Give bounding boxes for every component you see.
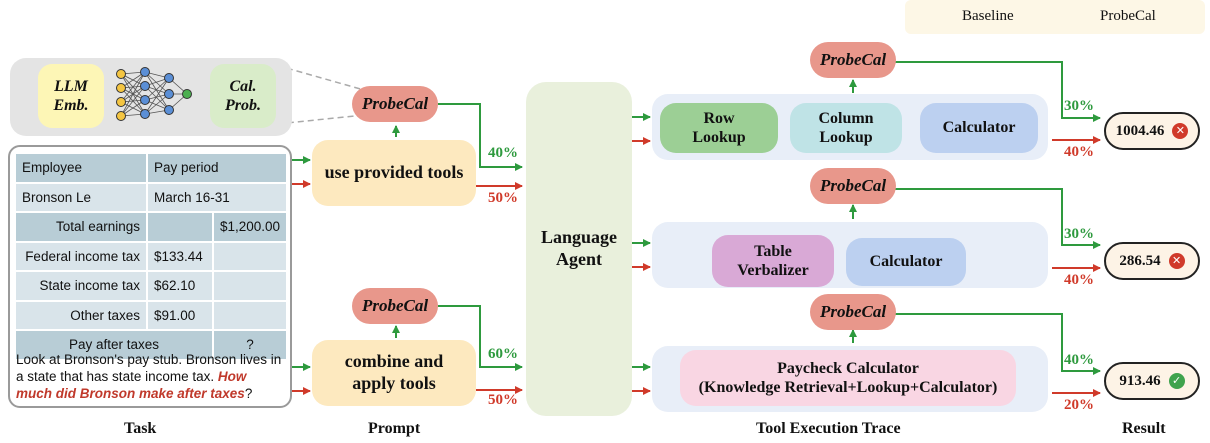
table-cell: $91.00 (146, 299, 214, 331)
legend (905, 0, 1205, 34)
table-cell: Bronson Le (14, 181, 148, 213)
result-value: 1004.46 (1115, 123, 1165, 139)
result-2: 286.54 ✕ (1104, 242, 1200, 280)
tool-table-verbalizer: Table Verbalizer (712, 235, 834, 287)
table-cell: $133.44 (146, 240, 214, 272)
table-cell: State income tax (14, 270, 148, 302)
trace-1-green-pct: 30% (1064, 98, 1094, 114)
table-cell: $1,200.00 (211, 211, 289, 243)
prompt-use-provided-tools: use provided tools (312, 140, 476, 206)
prompt-top-red-pct: 50% (488, 190, 518, 206)
table-cell (146, 211, 214, 243)
trace-2-red-pct: 40% (1064, 272, 1094, 288)
table-cell: $62.10 (146, 270, 214, 302)
table-cell (211, 240, 289, 272)
trace-probecal-3: ProbeCal (810, 294, 896, 330)
table-cell (211, 299, 289, 331)
table-row: Employee Pay period (14, 152, 289, 184)
table-row: Federal income tax $133.44 (14, 240, 289, 272)
caption-task: Task (124, 420, 157, 437)
table-row: Pay after taxes ? (14, 329, 289, 361)
caption-trace: Tool Execution Trace (756, 420, 901, 437)
tool-calculator-1: Calculator (920, 103, 1038, 153)
neural-network-icon (116, 67, 192, 121)
result-3: 913.46 ✓ (1104, 362, 1200, 400)
trace-3-green-pct: 40% (1064, 352, 1094, 368)
prompt-bottom-red-pct: 50% (488, 392, 518, 408)
table-row: Total earnings $1,200.00 (14, 211, 289, 243)
wrong-icon: ✕ (1172, 123, 1189, 139)
table-cell (211, 270, 289, 302)
check-icon: ✓ (1168, 373, 1185, 389)
prompt-top-green-pct: 40% (488, 145, 518, 161)
wrong-icon: ✕ (1168, 253, 1185, 269)
tool-paycheck-calculator: Paycheck Calculator (Knowledge Retrieval… (680, 350, 1016, 406)
calibrated-probability-box: Cal. Prob. (210, 64, 276, 128)
table-row: Other taxes $91.00 (14, 299, 289, 331)
legend-baseline-label: Baseline (962, 8, 1014, 24)
prompt-probecal-bottom: ProbeCal (352, 288, 438, 324)
trace-3-red-pct: 20% (1064, 397, 1094, 413)
tool-row-lookup: Row Lookup (660, 103, 778, 153)
language-agent: Language Agent (526, 82, 632, 416)
table-cell: March 16-31 (145, 181, 289, 213)
llm-embedding-box: LLM Emb. (38, 64, 104, 128)
prompt-combine-and-apply-tools: combine and apply tools (312, 340, 476, 406)
table-cell: Total earnings (14, 211, 148, 243)
table-row: Bronson Le March 16-31 (14, 181, 289, 213)
tool-calculator-2: Calculator (846, 238, 966, 286)
prompt-bottom-green-pct: 60% (488, 346, 518, 362)
trace-probecal-1: ProbeCal (810, 42, 896, 78)
table-cell: Federal income tax (14, 240, 148, 272)
result-value: 913.46 (1119, 373, 1161, 389)
task-question: Look at Bronson's pay stub. Bronson live… (16, 352, 282, 401)
caption-result: Result (1122, 420, 1166, 437)
caption-prompt: Prompt (368, 420, 421, 437)
table-cell: Employee (14, 152, 148, 184)
table-cell: Other taxes (14, 299, 148, 331)
trace-probecal-2: ProbeCal (810, 168, 896, 204)
table-cell: ? (211, 329, 289, 361)
legend-probecal-label: ProbeCal (1100, 8, 1156, 24)
question-highlight: How much did Bronson make after taxes (16, 369, 247, 401)
trace-2-green-pct: 30% (1064, 226, 1094, 242)
table-row: State income tax $62.10 (14, 270, 289, 302)
result-value: 286.54 (1119, 253, 1161, 269)
table-cell: Pay period (145, 152, 289, 184)
pay-stub-table: Employee Pay period Bronson Le March 16-… (14, 152, 289, 361)
tool-column-lookup: Column Lookup (790, 103, 902, 153)
result-1: 1004.46 ✕ (1104, 112, 1200, 150)
trace-1-red-pct: 40% (1064, 144, 1094, 160)
prompt-probecal-top: ProbeCal (352, 86, 438, 122)
table-cell: Pay after taxes (14, 329, 214, 361)
